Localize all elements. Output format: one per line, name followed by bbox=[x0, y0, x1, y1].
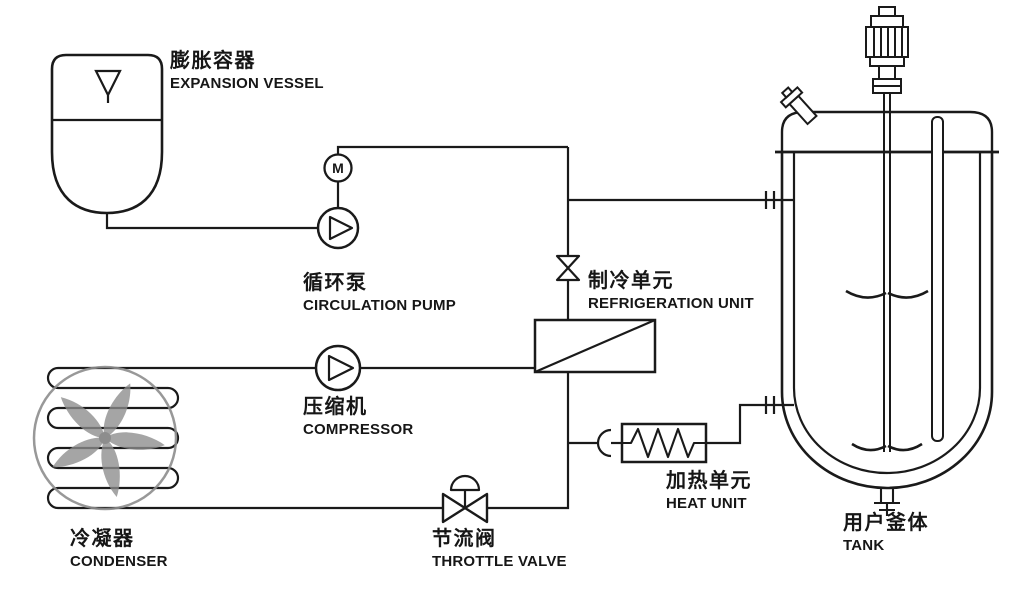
compressor-symbol bbox=[314, 344, 362, 392]
label-tank: 用户釜体 TANK bbox=[843, 512, 929, 555]
label-compressor: 压缩机 COMPRESSOR bbox=[303, 396, 413, 439]
motor-label: M bbox=[332, 160, 344, 176]
label-compressor-en: COMPRESSOR bbox=[303, 421, 414, 438]
fan-blade bbox=[52, 437, 105, 468]
tank-head bbox=[780, 110, 994, 152]
fan-blade bbox=[103, 383, 131, 438]
agitator-motor bbox=[865, 6, 909, 94]
vessel-body bbox=[50, 53, 164, 215]
label-tank-en: TANK bbox=[843, 537, 885, 554]
circulation-pump-symbol bbox=[316, 206, 360, 250]
label-condenser-en: CONDENSER bbox=[70, 553, 168, 570]
pipe-vessel-to-pump bbox=[105, 211, 318, 230]
pump-circle bbox=[316, 206, 360, 250]
label-throttle-valve: 节流阀 THROTTLE VALVE bbox=[432, 528, 567, 571]
label-circulation-pump: 循环泵 CIRCULATION PUMP bbox=[303, 272, 456, 315]
tank-lower-nozzle-flange bbox=[764, 396, 776, 414]
label-circulation-pump-zh: 循环泵 bbox=[303, 272, 368, 294]
pipe-heater-to-tank bbox=[706, 403, 794, 445]
tank-shell-outer bbox=[780, 152, 994, 490]
pipe-jump-arc bbox=[596, 428, 612, 458]
pump-motor-symbol: M bbox=[323, 153, 353, 183]
label-tank-zh: 用户釜体 bbox=[843, 512, 929, 534]
label-heat-unit-zh: 加热单元 bbox=[666, 470, 752, 492]
label-expansion-vessel: 膨胀容器 EXPANSION VESSEL bbox=[170, 50, 324, 93]
tank-upper-nozzle-flange bbox=[764, 191, 776, 209]
condenser-fan-icon bbox=[32, 365, 178, 511]
label-heat-unit: 加热单元 HEAT UNIT bbox=[666, 470, 752, 513]
label-expansion-vessel-zh: 膨胀容器 bbox=[170, 50, 256, 72]
label-heat-unit-en: HEAT UNIT bbox=[666, 495, 747, 512]
impeller-lower bbox=[851, 442, 923, 452]
motor-fins bbox=[873, 27, 903, 57]
pipe-network bbox=[46, 145, 794, 510]
tank-nozzle-top bbox=[779, 85, 818, 126]
pump-impeller-triangle bbox=[328, 215, 354, 241]
refrigeration-line-valve-symbol bbox=[555, 254, 581, 282]
label-refrigeration-unit-en: REFRIGERATION UNIT bbox=[588, 295, 754, 312]
tank-symbol bbox=[775, 6, 999, 516]
condenser-coil bbox=[46, 366, 535, 510]
fan-blade bbox=[101, 438, 120, 498]
refrigeration-unit-symbol bbox=[533, 318, 657, 374]
label-compressor-zh: 压缩机 bbox=[303, 396, 368, 418]
heater-coil-zigzag bbox=[622, 427, 706, 459]
label-throttle-valve-en: THROTTLE VALVE bbox=[432, 553, 567, 570]
dip-tube bbox=[931, 116, 944, 442]
pipe-pump-to-riser bbox=[336, 145, 568, 208]
fan-blade bbox=[105, 432, 165, 450]
valve-actuator-dome bbox=[449, 474, 481, 492]
label-circulation-pump-en: CIRCULATION PUMP bbox=[303, 297, 456, 314]
refrigeration-unit-diagonal bbox=[534, 318, 656, 374]
label-refrigeration-unit-zh: 制冷单元 bbox=[588, 270, 674, 292]
expansion-vessel-symbol bbox=[50, 53, 164, 215]
fan-ring bbox=[32, 365, 178, 511]
pipe-throttle-to-unit bbox=[487, 372, 570, 510]
valve-bowtie bbox=[441, 492, 489, 524]
tank-drain bbox=[874, 487, 900, 516]
fan-hub bbox=[99, 432, 111, 444]
impeller-upper bbox=[845, 289, 929, 299]
compressor-circle bbox=[314, 344, 362, 392]
label-expansion-vessel-en: EXPANSION VESSEL bbox=[170, 75, 324, 92]
label-refrigeration-unit: 制冷单元 REFRIGERATION UNIT bbox=[588, 270, 754, 313]
tank-shell-inner bbox=[792, 152, 982, 475]
motor-circle bbox=[323, 153, 353, 183]
heat-unit-symbol bbox=[620, 422, 708, 464]
throttle-valve-symbol bbox=[441, 474, 489, 524]
label-condenser: 冷凝器 CONDENSER bbox=[70, 528, 168, 571]
funnel-icon bbox=[94, 69, 122, 103]
compressor-triangle bbox=[327, 354, 355, 382]
agitator-shaft bbox=[883, 93, 891, 452]
label-condenser-zh: 冷凝器 bbox=[70, 528, 135, 550]
fan-blade bbox=[60, 397, 105, 439]
label-throttle-valve-zh: 节流阀 bbox=[432, 528, 497, 550]
